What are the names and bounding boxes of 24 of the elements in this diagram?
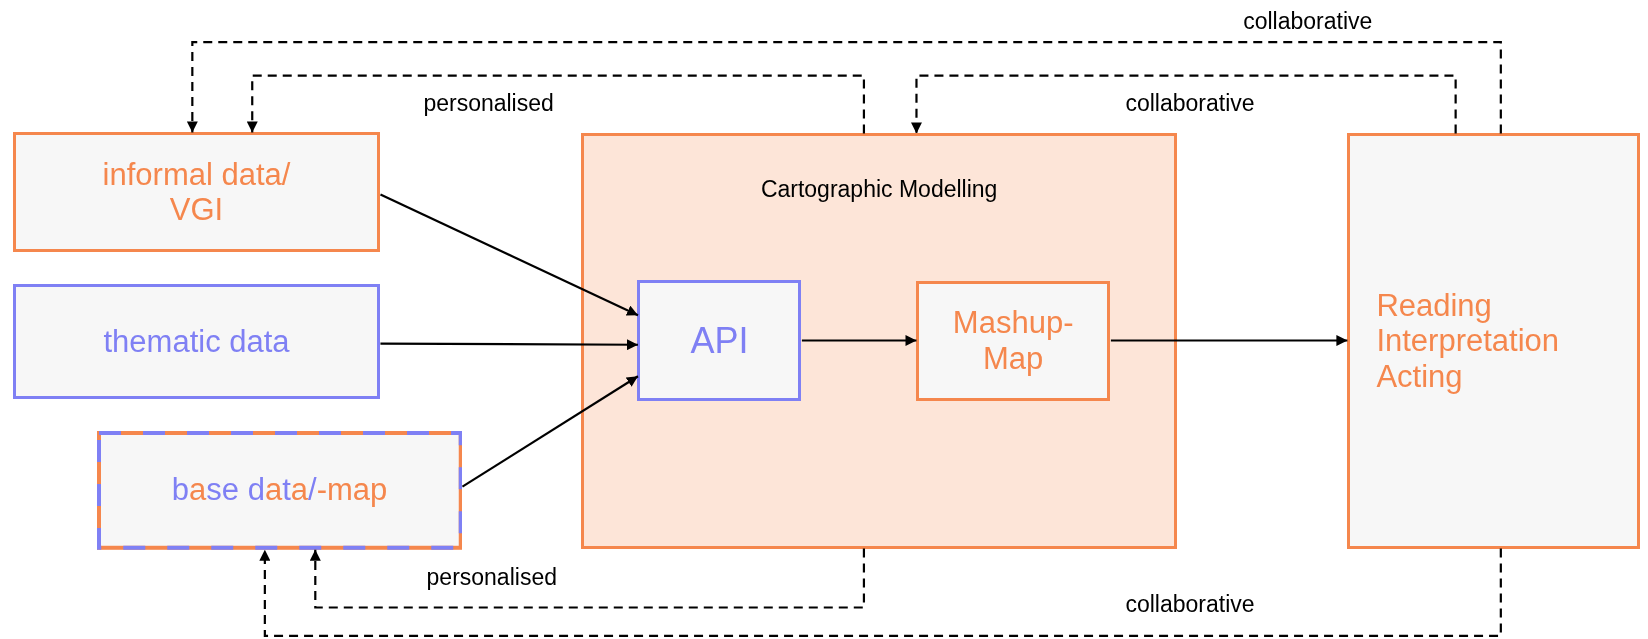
arrow <box>246 74 865 134</box>
arrow <box>309 548 865 609</box>
arrow <box>461 375 639 488</box>
node-label: informal data/ VGI <box>101 156 292 228</box>
process-box <box>915 281 1111 401</box>
arrow <box>380 339 638 351</box>
node-label: base data/-map <box>171 472 388 509</box>
arrow <box>1110 335 1348 346</box>
node-label: Reading Interpretation Acting <box>1376 287 1561 395</box>
process-box <box>637 280 802 401</box>
process-box <box>1347 133 1640 549</box>
group-title: Cartographic Modelling <box>760 176 998 203</box>
process-box <box>96 430 463 550</box>
arrow <box>380 193 639 317</box>
process-box <box>12 283 381 400</box>
arrow <box>801 335 917 346</box>
group-box <box>581 133 1178 549</box>
arrow <box>259 548 1502 637</box>
process-box <box>12 132 381 253</box>
arrow <box>910 74 1457 134</box>
node-label: API <box>690 319 749 362</box>
node-label: thematic data <box>103 323 290 360</box>
arrow <box>186 40 1502 134</box>
node-label: Mashup- Map <box>951 305 1075 377</box>
